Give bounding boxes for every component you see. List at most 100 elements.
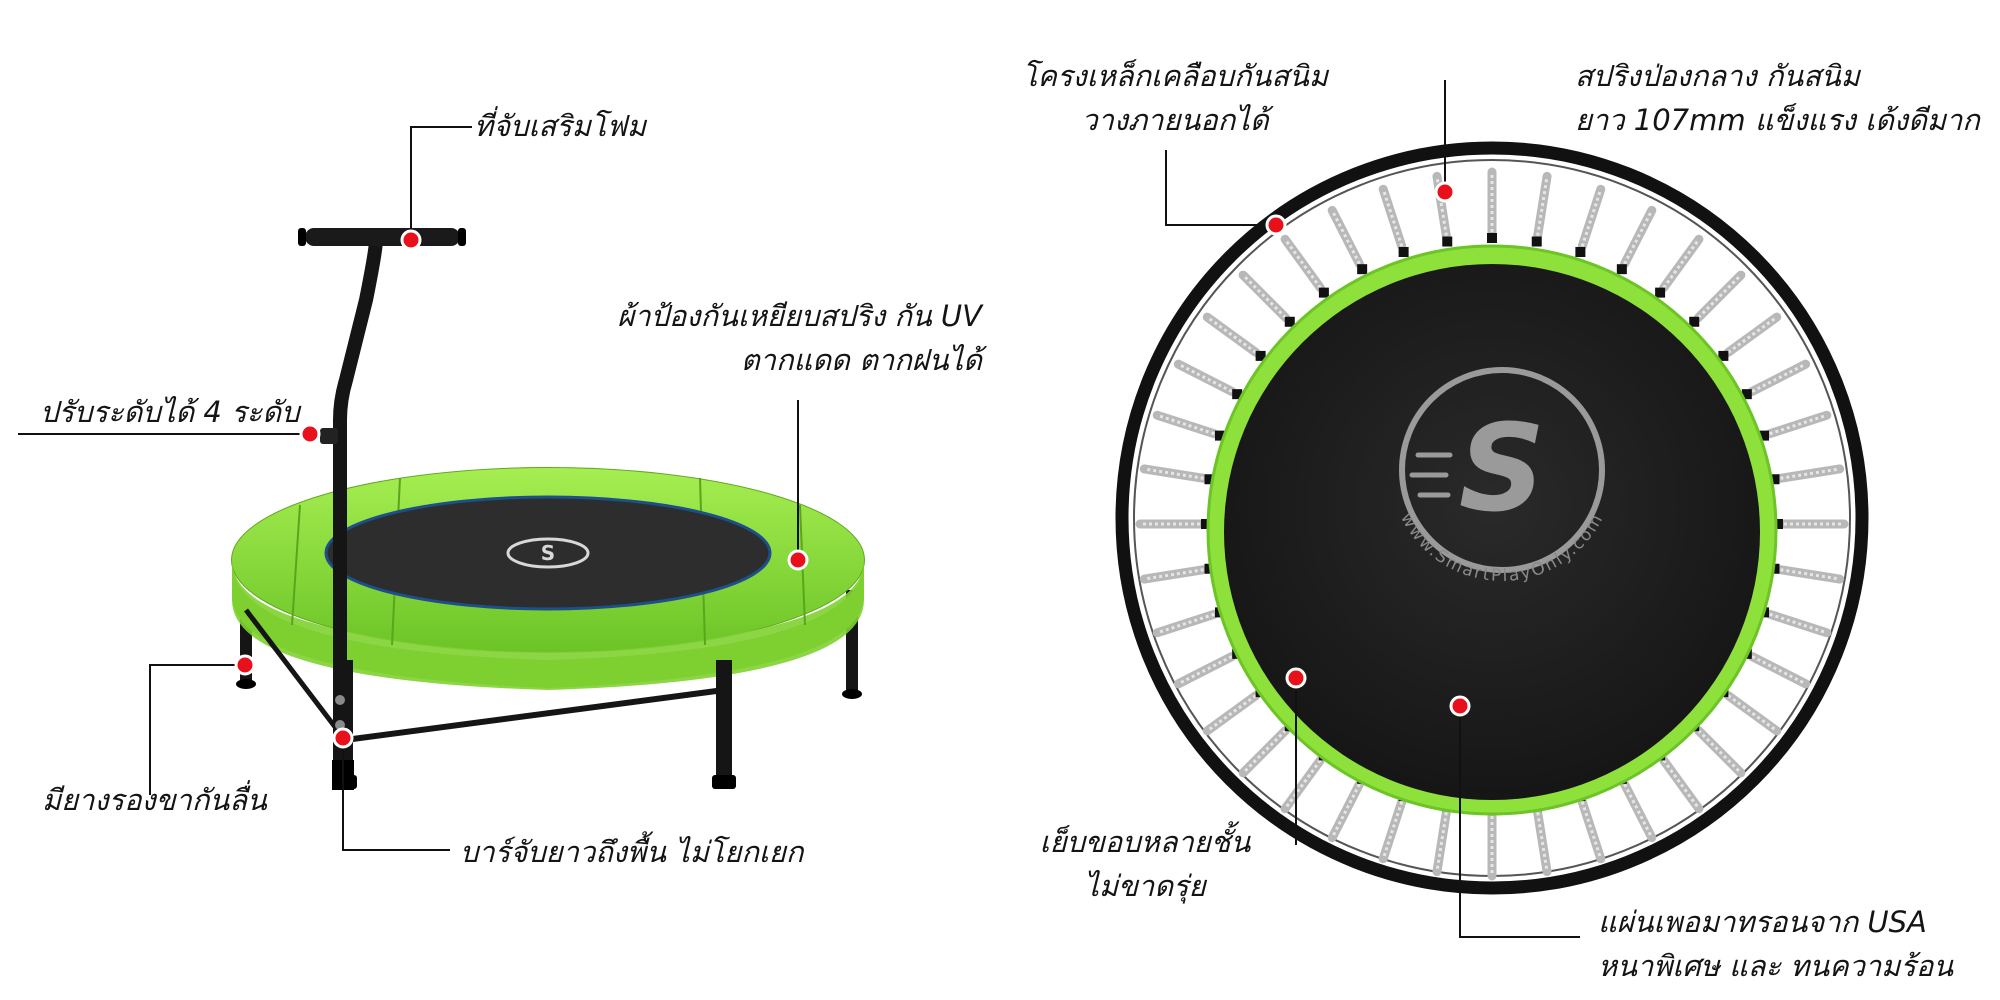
label-handle-foam-text: ที่จับเสริมโฟม xyxy=(474,109,647,143)
spring-coil xyxy=(1780,568,1840,581)
spring-coil xyxy=(1580,801,1603,860)
label-spring-cover: ผ้าป้องกันเหยียบสปริง กัน UV ตากแดด ตากฝ… xyxy=(617,294,982,382)
spring-coil xyxy=(1206,315,1257,354)
label-mat-line1: แผ่นเพอมาทรอนจาก USA xyxy=(1598,905,1927,939)
spring-hook xyxy=(1398,246,1409,257)
spring-coil xyxy=(1662,759,1701,810)
spring-hook xyxy=(1284,316,1295,327)
spring-hook xyxy=(1575,246,1586,257)
marker-mat xyxy=(1449,695,1471,717)
spring-coil xyxy=(1283,759,1322,810)
spring-coil xyxy=(1536,176,1549,236)
label-frame: โครงเหล็กเคลือบกันสนิม วางภายนอกได้ xyxy=(1020,54,1330,142)
label-rubber-feet-text: มียางรองขากันลื่น xyxy=(42,783,267,817)
label-rubber-feet: มียางรองขากันลื่น xyxy=(42,778,267,822)
marker-frame xyxy=(1265,214,1287,236)
spring-coil xyxy=(1769,413,1828,436)
spring-hook xyxy=(1318,287,1329,298)
marker-handle xyxy=(400,229,422,251)
label-stitch-line1: เย็บขอบหลายชั้น xyxy=(1039,825,1251,859)
spring-hook xyxy=(1655,287,1666,298)
spring-hook xyxy=(1255,350,1266,361)
spring-hook xyxy=(1759,430,1770,441)
label-spring-line2: ยาว 107mm แข็งแรง เด้งดีมาก xyxy=(1575,103,1980,137)
marker-adjust xyxy=(299,423,321,445)
spring-hook xyxy=(1689,316,1700,327)
callout-lines xyxy=(18,80,1580,938)
spring-hook xyxy=(1232,389,1243,400)
spring-hook xyxy=(1616,264,1627,275)
mat-logo xyxy=(506,537,590,569)
label-bar-to-floor: บาร์จับยาวถึงพื้น ไม่โยกเยก xyxy=(460,830,803,874)
spring-coil xyxy=(1780,467,1840,480)
label-spring-cover-line2: ตากแดด ตากฝนได้ xyxy=(740,343,982,377)
spring-hook xyxy=(1204,474,1215,485)
spring-hook xyxy=(1718,350,1729,361)
side-view-trampoline: S xyxy=(231,228,865,790)
label-stitch-line2: ไม่ขาดรุ่ย xyxy=(1084,869,1206,903)
feature-markers xyxy=(234,181,1471,749)
spring-coil xyxy=(1662,238,1701,289)
svg-text:S: S xyxy=(541,541,555,565)
marker-spring xyxy=(1434,181,1456,203)
label-frame-line1: โครงเหล็กเคลือบกันสนิม xyxy=(1021,59,1328,93)
spring-coil xyxy=(1381,801,1404,860)
spring-coil xyxy=(1623,209,1654,265)
spring-coil xyxy=(1769,612,1828,635)
spring-coil xyxy=(1580,188,1603,247)
spring-hook xyxy=(1357,264,1368,275)
label-adjustable-text: ปรับระดับได้ 4 ระดับ xyxy=(40,395,300,429)
label-stitch: เย็บขอบหลายชั้น ไม่ขาดรุ่ย xyxy=(1020,820,1270,908)
spring-coil xyxy=(1381,188,1404,247)
jump-mat xyxy=(326,497,770,609)
mat-logo-glyph: S xyxy=(1459,400,1545,539)
spring-coil xyxy=(1144,568,1204,581)
spring-hook xyxy=(1201,519,1211,529)
spring-coil xyxy=(1435,812,1448,872)
spring-hook xyxy=(1531,236,1542,247)
label-frame-line2: วางภายนอกได้ xyxy=(1081,103,1269,137)
label-spring-line1: สปริงป่องกลาง กันสนิม xyxy=(1575,59,1860,93)
spring-coil xyxy=(1242,274,1287,319)
rubber-foot xyxy=(236,679,256,689)
label-handle-foam: ที่จับเสริมโฟม xyxy=(474,104,646,148)
spring-coil xyxy=(1751,362,1807,393)
spring-coil xyxy=(1697,729,1742,774)
spring-coil xyxy=(1206,694,1257,733)
label-spring: สปริงป่องกลาง กันสนิม ยาว 107mm แข็งแรง … xyxy=(1575,54,1980,142)
spring-coil xyxy=(1156,612,1215,635)
label-bar-to-floor-text: บาร์จับยาวถึงพื้น ไม่โยกเยก xyxy=(460,835,804,869)
top-view-trampoline: S www.SmartPlayOnly.com xyxy=(1115,141,1869,895)
permatron-mat xyxy=(1224,264,1760,800)
front-leg-right xyxy=(716,660,732,780)
spring-coil xyxy=(1330,783,1361,839)
marker-bar xyxy=(332,727,354,749)
marker-stitch xyxy=(1285,667,1307,689)
spring-hook xyxy=(1214,430,1225,441)
height-adjust-knob xyxy=(320,428,338,444)
marker-feet xyxy=(234,654,256,676)
cross-brace xyxy=(244,608,347,742)
label-adjustable: ปรับระดับได้ 4 ระดับ xyxy=(40,390,300,434)
spring-coil xyxy=(1727,315,1778,354)
cross-brace xyxy=(344,687,725,743)
handlebar-post xyxy=(333,233,383,787)
label-mat-line2: หนาพิเศษ และ ทนความร้อน xyxy=(1598,949,1954,983)
spring-coil xyxy=(1330,209,1361,265)
spring-coil xyxy=(1177,362,1233,393)
spring-coil xyxy=(1283,238,1322,289)
spring-hook xyxy=(1773,519,1783,529)
spring-coil xyxy=(1727,694,1778,733)
spring-coil xyxy=(1751,655,1807,686)
label-spring-cover-line1: ผ้าป้องกันเหยียบสปริง กัน UV xyxy=(617,299,982,333)
spring-hook xyxy=(1741,389,1752,400)
rubber-foot xyxy=(842,689,862,699)
spring-hook xyxy=(1769,474,1780,485)
marker-pad xyxy=(787,549,809,571)
spring-coil xyxy=(1536,812,1549,872)
mat-logo-ring xyxy=(1399,367,1605,573)
spring-coil xyxy=(1242,729,1287,774)
spring-coil xyxy=(1177,655,1233,686)
spring-hook xyxy=(1442,236,1453,247)
